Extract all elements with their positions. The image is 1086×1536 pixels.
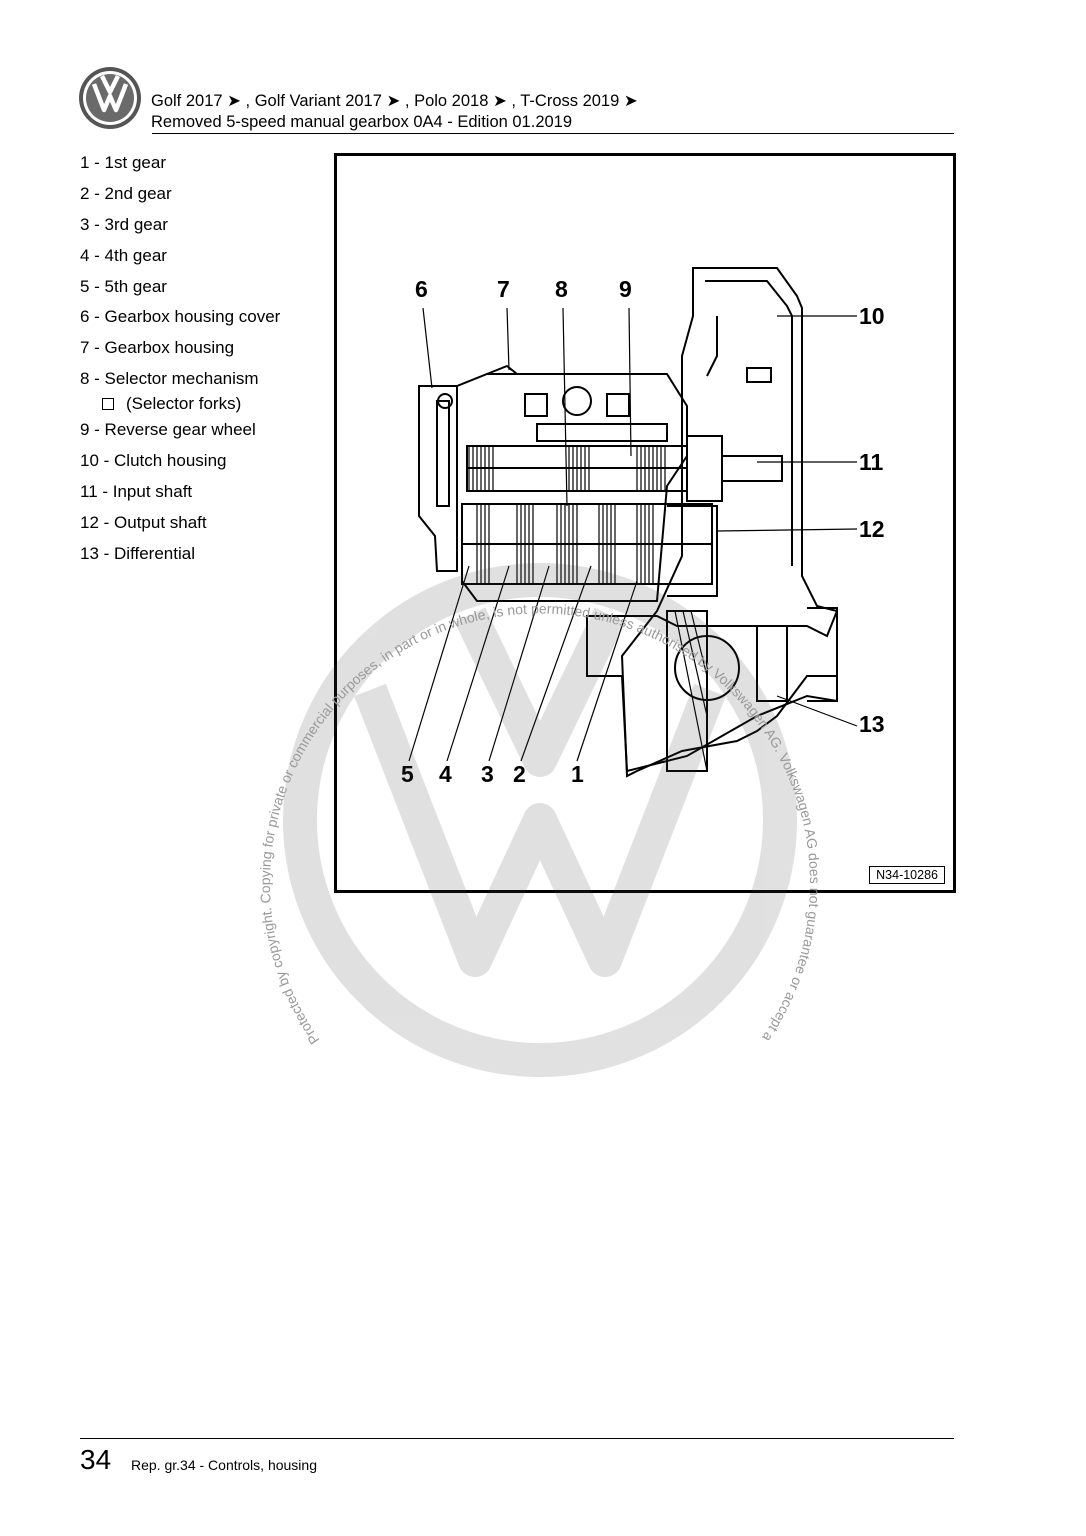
callout-7: 7 xyxy=(497,276,510,302)
callout-4: 4 xyxy=(439,761,452,787)
legend-item: 7 - Gearbox housing xyxy=(80,338,235,358)
footer-section: Rep. gr.34 - Controls, housing xyxy=(131,1457,317,1473)
callout-2: 2 xyxy=(513,761,526,787)
gearbox-diagram: 6 7 8 9 10 11 12 13 5 4 3 2 1 N34-10286 xyxy=(334,153,956,893)
callout-1: 1 xyxy=(571,761,584,787)
callout-10: 10 xyxy=(859,303,885,329)
header-subtitle: Removed 5-speed manual gearbox 0A4 - Edi… xyxy=(151,113,573,131)
legend-subitem-text: (Selector forks) xyxy=(126,394,242,414)
legend-item: 1 - 1st gear xyxy=(80,153,166,172)
legend-item: 6 - Gearbox housing cover xyxy=(80,307,281,327)
callout-9: 9 xyxy=(619,276,632,302)
legend-item: 2 - 2nd gear xyxy=(80,183,172,203)
gearbox-cross-section-drawing xyxy=(408,267,858,778)
legend-item: 3 - 3rd gear xyxy=(80,214,168,234)
callout-13: 13 xyxy=(859,711,885,737)
callout-3: 3 xyxy=(481,761,494,787)
legend-item: 8 - Selector mechanism xyxy=(80,369,259,389)
callout-5: 5 xyxy=(401,761,414,787)
figure-id: N34-10286 xyxy=(869,866,945,884)
header-divider xyxy=(152,133,954,134)
callout-8: 8 xyxy=(555,276,568,302)
legend-item: 10 - Clutch housing xyxy=(80,451,227,471)
footer-divider xyxy=(80,1438,954,1439)
callout-6: 6 xyxy=(415,276,428,302)
legend-item: 4 - 4th gear xyxy=(80,245,167,265)
legend-item: 5 - 5th gear xyxy=(80,276,167,296)
legend-item: 12 - Output shaft xyxy=(80,512,207,532)
page-number: 34 xyxy=(80,1444,112,1475)
page-header: Golf 2017 ➤ , Golf Variant 2017 ➤ , Polo… xyxy=(151,91,638,133)
legend-item: 9 - Reverse gear wheel xyxy=(80,420,256,440)
checkbox-bullet-icon xyxy=(102,398,114,411)
callout-11: 11 xyxy=(859,449,884,475)
callout-12: 12 xyxy=(859,516,885,542)
parts-legend: 1 - 1st gear 2 - 2nd gear 3 - 3rd gear 4… xyxy=(80,152,330,574)
vw-logo-icon xyxy=(79,67,141,129)
legend-item: 11 - Input shaft xyxy=(80,481,193,501)
legend-item: 13 - Differential xyxy=(80,543,195,563)
header-models: Golf 2017 ➤ , Golf Variant 2017 ➤ , Polo… xyxy=(151,92,638,110)
legend-subitem: (Selector forks) xyxy=(80,393,330,419)
